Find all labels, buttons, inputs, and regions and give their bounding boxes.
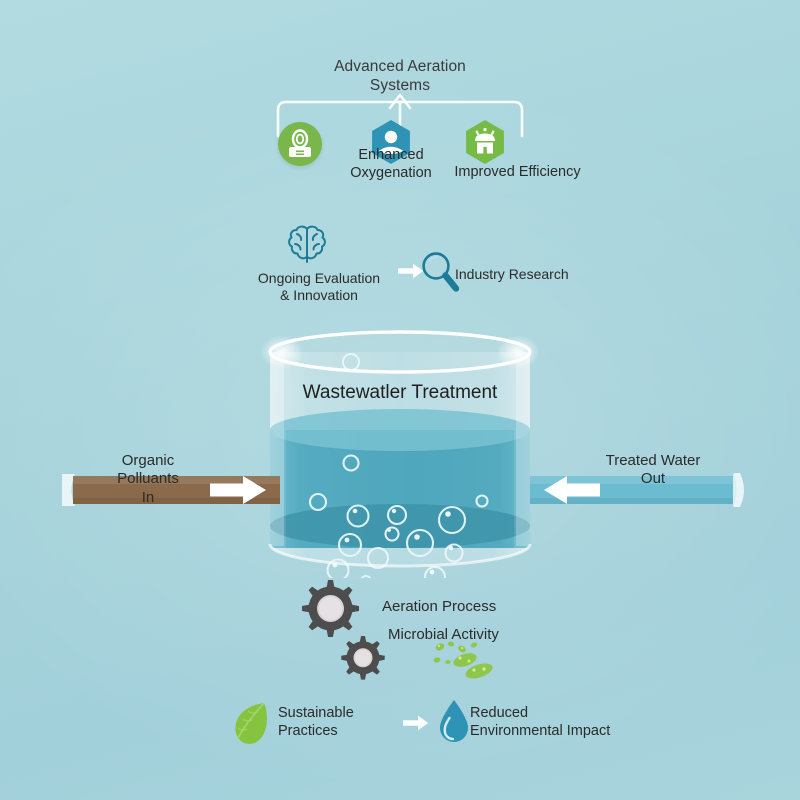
treatment-tank <box>262 330 538 578</box>
bubble-group <box>308 454 489 578</box>
brain-icon <box>288 225 326 263</box>
sustainable-practices-label: Sustainable Practices <box>278 705 354 739</box>
industry-research-label: Industry Research <box>455 266 569 282</box>
node-label-efficiency: Improved Efficiency <box>454 164 581 180</box>
inlet-pipe <box>62 474 280 506</box>
arrow-left-icon <box>210 476 266 504</box>
aeration-process-label: Aeration Process <box>382 598 497 615</box>
arrow-right-icon <box>398 263 424 279</box>
outlet-label: Treated Water Out <box>605 452 701 488</box>
reduced-impact-label: Reduced Environmental Impact <box>470 705 611 739</box>
evaluation-label: Ongoing Evaluation & Innovation <box>257 270 381 304</box>
arrow-right-icon <box>544 476 600 504</box>
tank-title: Wastewatler Treatment <box>302 382 498 403</box>
leaf-icon <box>235 702 267 744</box>
arrow-right-icon <box>403 715 429 731</box>
gears-icon <box>302 580 385 680</box>
tree-title: Advanced Aeration Systems <box>334 58 466 94</box>
bacteria-icon <box>433 641 493 679</box>
outlet-pipe <box>530 473 744 507</box>
microbial-activity-label: Microbial Activity <box>388 626 499 643</box>
inlet-label: Organic Polluants In <box>117 452 179 506</box>
aerator-icon[interactable] <box>278 122 322 166</box>
water-drop-icon <box>440 700 468 742</box>
magnifier-icon <box>422 252 460 292</box>
node-label-oxygenation: Enhanced Oxygenation <box>350 147 432 181</box>
